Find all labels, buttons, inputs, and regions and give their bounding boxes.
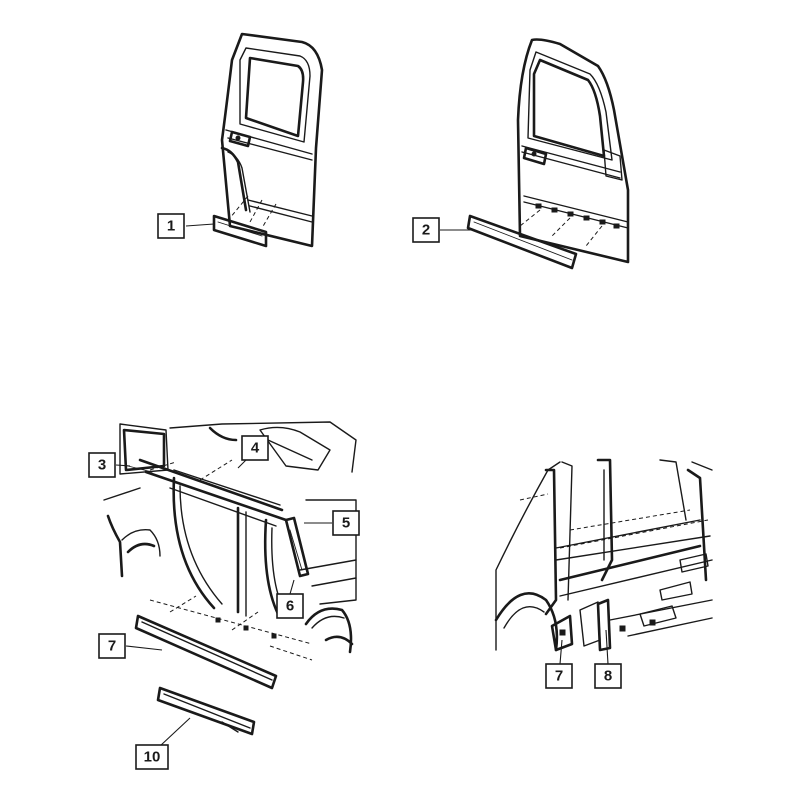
body-side-illustration [103, 421, 357, 661]
part-2-door-molding [466, 214, 578, 270]
callout-2-label: 2 [422, 222, 430, 239]
callout-8: 8 [594, 629, 622, 689]
callout-3: 3 [88, 452, 131, 478]
callout-10: 10 [135, 717, 191, 770]
callout-5-label: 5 [342, 515, 350, 532]
rear-door-illustration [220, 32, 324, 248]
callout-4: 4 [237, 435, 269, 469]
part-10-sill-molding [156, 686, 256, 736]
part-3-roof-rail-molding [127, 465, 153, 473]
callout-2: 2 [412, 217, 472, 243]
callout-6-label: 6 [286, 598, 294, 615]
callout-4-label: 4 [251, 440, 260, 457]
callout-1-label: 1 [167, 218, 175, 235]
callout-7-right-label: 7 [555, 668, 563, 685]
callout-10-label: 10 [144, 749, 161, 766]
callout-7-left-label: 7 [108, 638, 116, 655]
callout-5: 5 [304, 510, 360, 536]
callout-7-right: 7 [545, 639, 573, 689]
callout-6: 6 [276, 579, 304, 619]
front-door-illustration [516, 38, 630, 264]
callout-8-label: 8 [604, 668, 612, 685]
callout-7-left: 7 [98, 633, 163, 659]
callout-1: 1 [157, 213, 215, 239]
callout-3-label: 3 [98, 457, 106, 474]
part-7-sill-plate [134, 614, 278, 690]
part-1-door-applique [212, 214, 268, 248]
interior-pillar-illustration [494, 458, 713, 652]
